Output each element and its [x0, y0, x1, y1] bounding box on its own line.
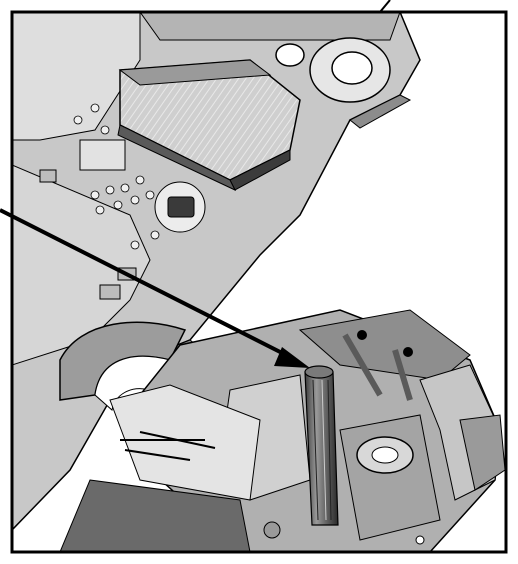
spring-contacts [120, 330, 413, 461]
small-hole [415, 535, 425, 545]
chip-component [79, 139, 126, 171]
circuit-board [12, 12, 421, 532]
locating-pin [304, 365, 339, 526]
solder-pads [73, 103, 160, 250]
mounting-holes [275, 37, 391, 103]
smd-component [39, 169, 57, 183]
battery-module [117, 59, 301, 192]
figure-frame [10, 10, 508, 554]
leader-line [379, 0, 391, 13]
smd-component [99, 284, 121, 300]
screw-detail [263, 521, 281, 539]
pointer-arrow [0, 208, 310, 368]
